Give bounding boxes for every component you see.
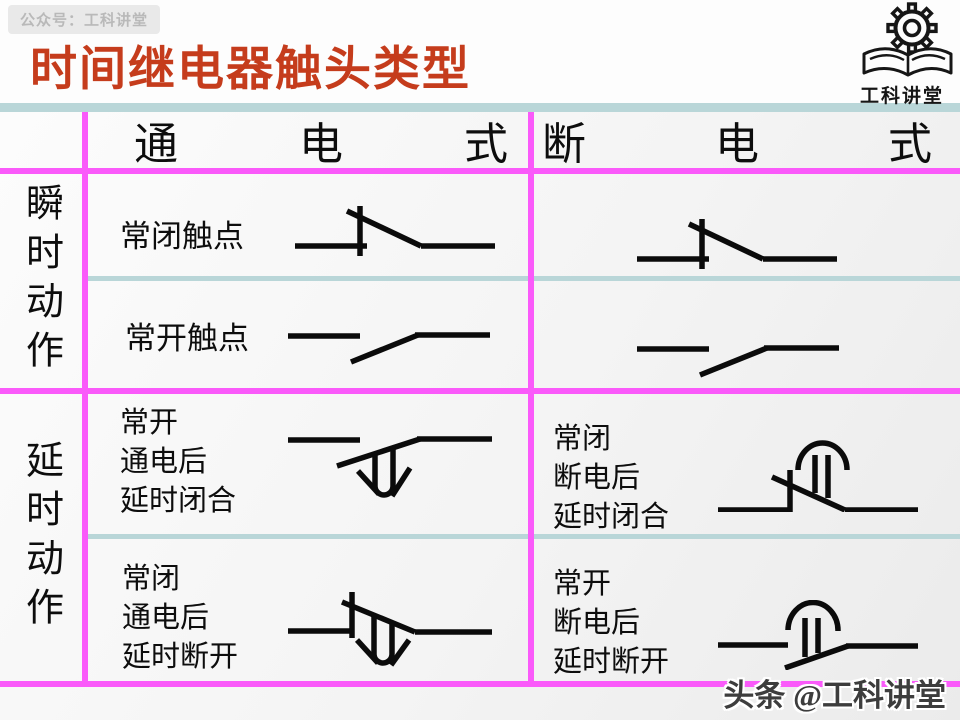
header-char: 式 xyxy=(464,120,508,169)
nc-contact-symbol-left xyxy=(295,203,495,258)
label-line: 断电后 xyxy=(553,607,641,639)
label-line: 常闭 xyxy=(553,423,612,455)
row-group-label-instantaneous: 瞬时动作 xyxy=(19,183,62,379)
label-line: 断电后 xyxy=(553,462,641,494)
watermark-toutiao: 头条 @工科讲堂 xyxy=(723,678,946,713)
pink-line-vertical-center xyxy=(528,112,534,687)
nc-contact-off-delay-close-symbol xyxy=(718,440,918,512)
label-line: 常开 xyxy=(120,407,179,439)
header-char: 通 xyxy=(134,120,178,169)
label-line: 常开 xyxy=(553,568,612,600)
label-nc-on-delay-open: 常闭 通电后 延时断开 xyxy=(122,560,238,677)
label-line: 延时断开 xyxy=(553,646,670,678)
label-line: 通电后 xyxy=(120,446,208,478)
pink-line-bottom xyxy=(0,681,960,687)
label-no-contact: 常开触点 xyxy=(125,321,249,356)
page-title: 时间继电器触头类型 xyxy=(30,44,471,96)
no-contact-symbol-right xyxy=(637,341,839,381)
nc-contact-symbol-right xyxy=(637,216,837,271)
header-char: 式 xyxy=(888,120,932,169)
brand-logo: 工科讲堂 xyxy=(848,2,956,108)
wechat-account-badge: 公众号：工科讲堂 xyxy=(8,5,161,34)
brand-logo-text: 工科讲堂 xyxy=(859,86,944,107)
column-header-energized: 通 电 式 xyxy=(88,112,528,169)
gear-book-icon xyxy=(862,2,953,77)
label-line: 延时闭合 xyxy=(120,485,237,517)
teal-divider-row1-row2 xyxy=(88,276,960,281)
table-background xyxy=(0,103,960,720)
label-line: 通电后 xyxy=(122,602,210,634)
header-char: 电 xyxy=(299,120,343,169)
label-line: 常闭 xyxy=(122,563,181,595)
no-contact-on-delay-close-symbol xyxy=(288,423,492,505)
label-line: 延时断开 xyxy=(122,641,239,673)
no-contact-symbol-left xyxy=(288,328,490,368)
header-char: 电 xyxy=(715,120,759,169)
row-group-label-delayed: 延时动作 xyxy=(19,439,62,636)
pink-line-mid xyxy=(0,388,960,394)
column-header-deenergized: 断 电 式 xyxy=(534,112,960,169)
pink-line-under-header xyxy=(0,168,960,174)
header-char: 断 xyxy=(542,120,586,169)
label-no-off-delay-open: 常开 断电后 延时断开 xyxy=(553,565,669,682)
pink-line-vertical-left xyxy=(82,112,88,687)
label-nc-contact: 常闭触点 xyxy=(120,219,244,254)
no-contact-off-delay-open-symbol xyxy=(718,600,918,670)
label-no-on-delay-close: 常开 通电后 延时闭合 xyxy=(120,404,236,521)
label-line: 延时闭合 xyxy=(553,501,670,533)
teal-divider-row3-row4 xyxy=(88,534,960,539)
teal-divider-top xyxy=(0,103,960,112)
label-nc-off-delay-close: 常闭 断电后 延时闭合 xyxy=(553,420,669,537)
nc-contact-on-delay-open-symbol xyxy=(288,588,492,668)
